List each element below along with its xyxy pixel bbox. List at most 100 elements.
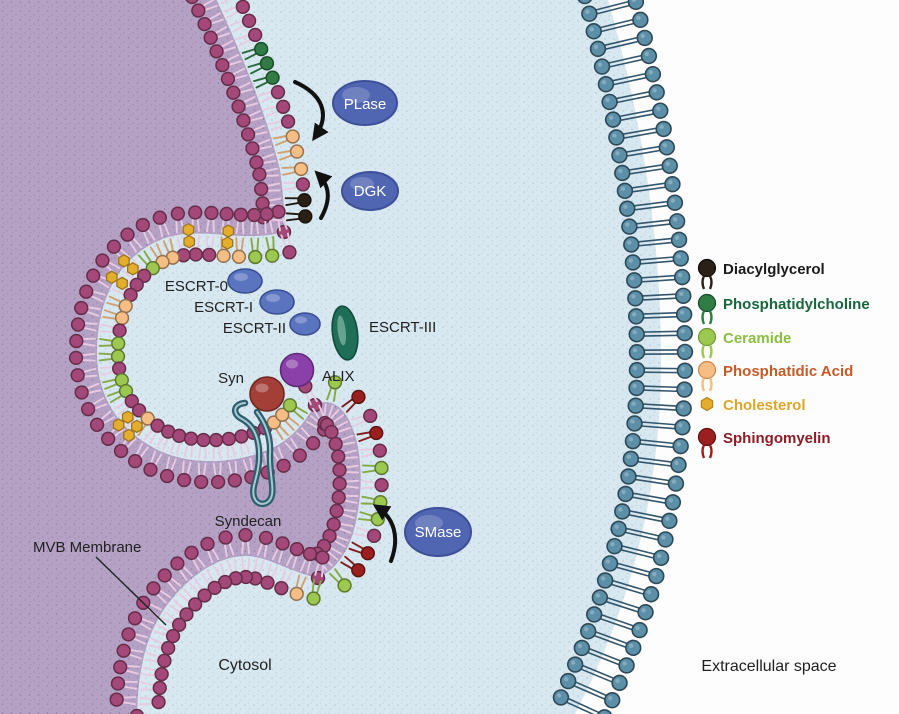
plasma-lipid-tail (613, 90, 652, 100)
lipid-tail (144, 658, 159, 663)
lipid-tail (99, 338, 114, 342)
reaction-arrows (293, 80, 398, 563)
lipid-tail (344, 485, 359, 489)
lipid-tail (99, 366, 114, 370)
lipid-tail (253, 558, 258, 574)
plasma-lipid-tail (630, 496, 668, 505)
lipid-head (233, 207, 248, 222)
lipid-tail (219, 462, 222, 477)
lipid (350, 408, 378, 428)
lipid-head (226, 85, 241, 100)
lipid-tail (233, 74, 248, 80)
lipid (348, 541, 375, 561)
lipid-highlight (631, 0, 637, 3)
plasma-lipid-tail (571, 684, 608, 701)
lipid-head (363, 408, 378, 424)
alix-sphere (279, 352, 315, 388)
lipid-head (152, 680, 167, 696)
lipid-tail (169, 576, 182, 587)
lipid-tail (216, 32, 230, 39)
lipid-tail (149, 431, 158, 445)
lipid-tail (329, 546, 343, 555)
lipid (271, 536, 290, 563)
plasma-lipid-tail (564, 700, 595, 714)
lipid (324, 420, 351, 440)
lipid-tail (340, 561, 353, 570)
lipid-tail (109, 394, 123, 404)
plasma-lipid-pair (624, 250, 689, 271)
plasma-lipid-head (672, 437, 689, 455)
escrt-0-label: ESCRT-0 (165, 278, 228, 295)
lipid-head (280, 114, 296, 129)
plasma-lipid-head (657, 531, 674, 548)
lipid-head (260, 575, 275, 590)
lipid-tail (226, 10, 240, 19)
lipid-head (157, 568, 172, 583)
lipid (128, 442, 149, 469)
plasma-lipid-head (637, 604, 654, 621)
plasma-lipid-head (627, 0, 645, 11)
lipid (354, 526, 382, 543)
lipid-head (130, 708, 144, 714)
plasma-lipid-pair (614, 503, 678, 530)
lipid-tail (314, 561, 320, 576)
lipid-tail (178, 568, 188, 581)
lipid-tail (222, 46, 236, 53)
lipid-tail (86, 306, 101, 311)
lipid-tail (341, 441, 356, 446)
cholesterol-molecule (116, 276, 128, 291)
lipid-highlight (670, 198, 676, 203)
lipid-head (121, 627, 136, 642)
lipid-tail (284, 571, 293, 585)
lipid-head (245, 141, 260, 156)
lipid-tail (295, 574, 301, 589)
syndecan-label: Syndecan (215, 513, 282, 530)
lipid-tail (176, 441, 181, 456)
lipid-tail (156, 435, 165, 448)
lipid (341, 389, 366, 413)
lipid-head (179, 607, 194, 622)
plasma-lipid-head (642, 586, 660, 603)
plasma-lipid-tail (586, 647, 623, 663)
lipid-head (191, 3, 206, 18)
lipid-tail (239, 441, 244, 457)
lipid-head (327, 375, 343, 390)
lipid-tail (263, 105, 278, 111)
lipid (203, 26, 230, 45)
plasma-lipid-head (597, 709, 613, 714)
lipid-highlight (627, 240, 632, 245)
lipid-tail (306, 559, 312, 574)
plasma-lipid-tail (580, 663, 616, 680)
lipid-tail (273, 135, 288, 140)
plasma-lipid-tail (618, 112, 656, 122)
plasma-lipid-tail (609, 583, 646, 596)
lipid-tail (234, 460, 238, 476)
plasma-lipid-tail (620, 127, 659, 136)
lipid (332, 476, 360, 491)
lipid-tail (253, 76, 268, 83)
lipid-head (165, 628, 181, 644)
lipid-tail (107, 261, 121, 270)
plasma-lipid-pair (559, 672, 621, 709)
plasma-lipid-head (559, 672, 577, 690)
plasma-lipid-pair (628, 325, 693, 343)
lipid-head (248, 27, 263, 43)
lipid-tail (229, 20, 244, 27)
lipid-highlight (632, 383, 637, 389)
plasma-lipid-tail (635, 237, 674, 243)
lipid-tail (344, 555, 356, 566)
lipid (331, 490, 359, 505)
plasma-lipid-tail (594, 4, 632, 16)
cholesterol-molecule (182, 222, 195, 237)
lipid-tail (238, 38, 252, 47)
lipid-highlight (590, 610, 595, 615)
plasma-lipid-head (670, 456, 687, 474)
plasma-lipid-head (628, 379, 645, 397)
lipid-tail (326, 386, 333, 401)
lipid-tail (342, 449, 358, 455)
cholesterol-molecule (183, 234, 196, 249)
lipid-head (270, 85, 286, 100)
plasma-lipid-head (644, 65, 662, 83)
lipid-head (207, 580, 222, 596)
lipid-highlight (679, 404, 684, 409)
